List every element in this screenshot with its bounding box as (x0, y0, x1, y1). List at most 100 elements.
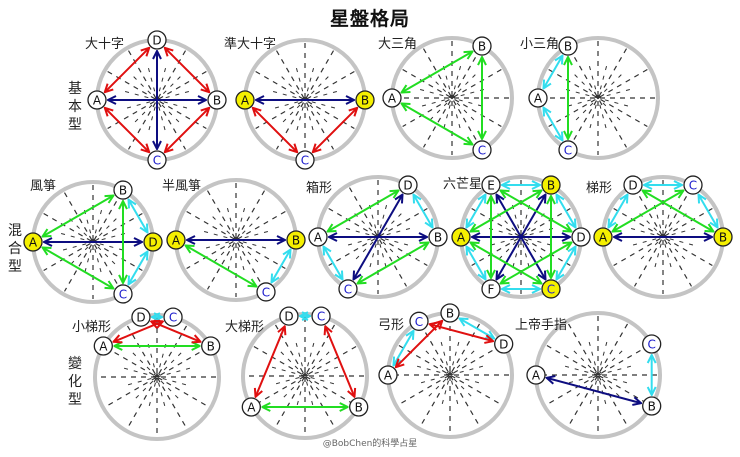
planet-node-label: B (564, 40, 572, 54)
aspect-line-square (313, 108, 357, 152)
planet-node-B (355, 90, 375, 110)
planet-node-label: B (355, 401, 363, 415)
planet-node-label: A (388, 92, 397, 106)
planet-node-label: C (564, 143, 572, 157)
house-divider (186, 210, 286, 270)
planet-node-B (713, 227, 733, 247)
planet-node-B (558, 36, 578, 56)
pattern-name-label: 梯形 (586, 181, 613, 196)
house-divider-minor (280, 351, 330, 401)
planet-node-D (571, 227, 591, 247)
planet-node-label: C (478, 143, 486, 157)
planet-node-label: C (169, 311, 177, 325)
house-divider-minor (123, 367, 191, 387)
planet-node-C (311, 306, 331, 326)
planet-node-label: D (576, 231, 585, 245)
planet-node-label: C (547, 282, 555, 296)
aspect-line-trine (328, 191, 399, 232)
planet-node-label: A (532, 369, 541, 383)
planet-node-label: B (361, 94, 369, 108)
aspect-line-trine (402, 52, 473, 93)
planet-node-label: A (93, 94, 102, 108)
planet-node-label: D (284, 310, 293, 324)
planet-node-label: C (317, 310, 325, 324)
aspect-line-sextile (129, 200, 148, 233)
planet-node-label: F (488, 282, 495, 296)
planet-node-E (481, 175, 501, 195)
aspect-line-sextile (544, 108, 563, 141)
planet-node-label: B (478, 40, 486, 54)
aspect-line-sextile (544, 56, 563, 89)
house-divider-minor (564, 365, 632, 385)
planet-node-B (541, 175, 561, 195)
planet-node-B (113, 180, 133, 200)
house-divider-minor (280, 351, 330, 401)
planet-node-B (286, 230, 306, 250)
pattern-name-label: 小三角 (520, 37, 560, 52)
planet-node-C (472, 140, 492, 160)
planet-node-label: D (499, 338, 508, 352)
planet-node-A (526, 365, 546, 385)
planet-node-C (256, 282, 276, 302)
house-divider-minor (132, 352, 182, 402)
house-divider-minor (573, 350, 623, 400)
planet-node-A (378, 365, 398, 385)
planet-node-label: A (172, 234, 181, 248)
pattern-name-label: 大十字 (85, 37, 125, 52)
pattern-name-label: 弓形 (378, 318, 405, 333)
pattern-name-label: 小梯形 (72, 320, 112, 335)
aspect-pattern-12: CAB (526, 311, 662, 439)
planet-node-label: E (487, 179, 495, 193)
planet-node-A (528, 88, 548, 108)
planet-node-label: B (119, 184, 127, 198)
planet-node-label: A (534, 92, 543, 106)
planet-node-C (558, 140, 578, 160)
house-divider-minor (132, 352, 182, 402)
planet-node-label: D (628, 179, 637, 193)
planet-node-label: A (99, 340, 108, 354)
planet-node-C (541, 279, 561, 299)
pattern-name-label: 六芒星 (443, 177, 483, 192)
group-label: 變化型 (68, 356, 82, 408)
aspect-line-sextile (557, 247, 576, 280)
house-divider-minor (440, 341, 460, 409)
planet-node-D (147, 30, 167, 50)
planet-node-label: D (403, 179, 412, 193)
aspect-line-trine (186, 246, 257, 287)
aspect-line-trine (402, 104, 473, 145)
planet-node-label: D (148, 236, 157, 250)
house-divider (568, 48, 628, 148)
planet-node-label: A (599, 231, 608, 245)
aspect-line-square (325, 326, 354, 397)
planet-node-B (440, 303, 460, 323)
aspect-line-square (253, 108, 297, 152)
aspect-line-trine (43, 248, 114, 289)
planet-node-A (166, 230, 186, 250)
pattern-name-label: 上帝手指 (515, 318, 568, 333)
planet-node-C (338, 279, 358, 299)
house-divider-minor (416, 365, 484, 385)
planet-node-A (593, 227, 613, 247)
aspect-line-sextile (467, 195, 486, 228)
planet-node-label: B (213, 94, 221, 108)
planet-node-B (428, 227, 448, 247)
aspect-line-square (113, 321, 162, 341)
planet-node-C (642, 334, 662, 354)
house-divider-minor (573, 350, 623, 400)
house-divider-minor (295, 342, 315, 410)
house-divider-minor (425, 350, 475, 400)
planet-node-label: C (689, 179, 697, 193)
group-label: 基本型 (68, 81, 82, 133)
planet-node-A (308, 227, 328, 247)
planet-node-B (349, 397, 369, 417)
group-label: 混合型 (8, 223, 22, 275)
planet-node-C (163, 307, 183, 327)
planet-node-label: B (446, 307, 454, 321)
house-divider-minor (565, 88, 631, 108)
